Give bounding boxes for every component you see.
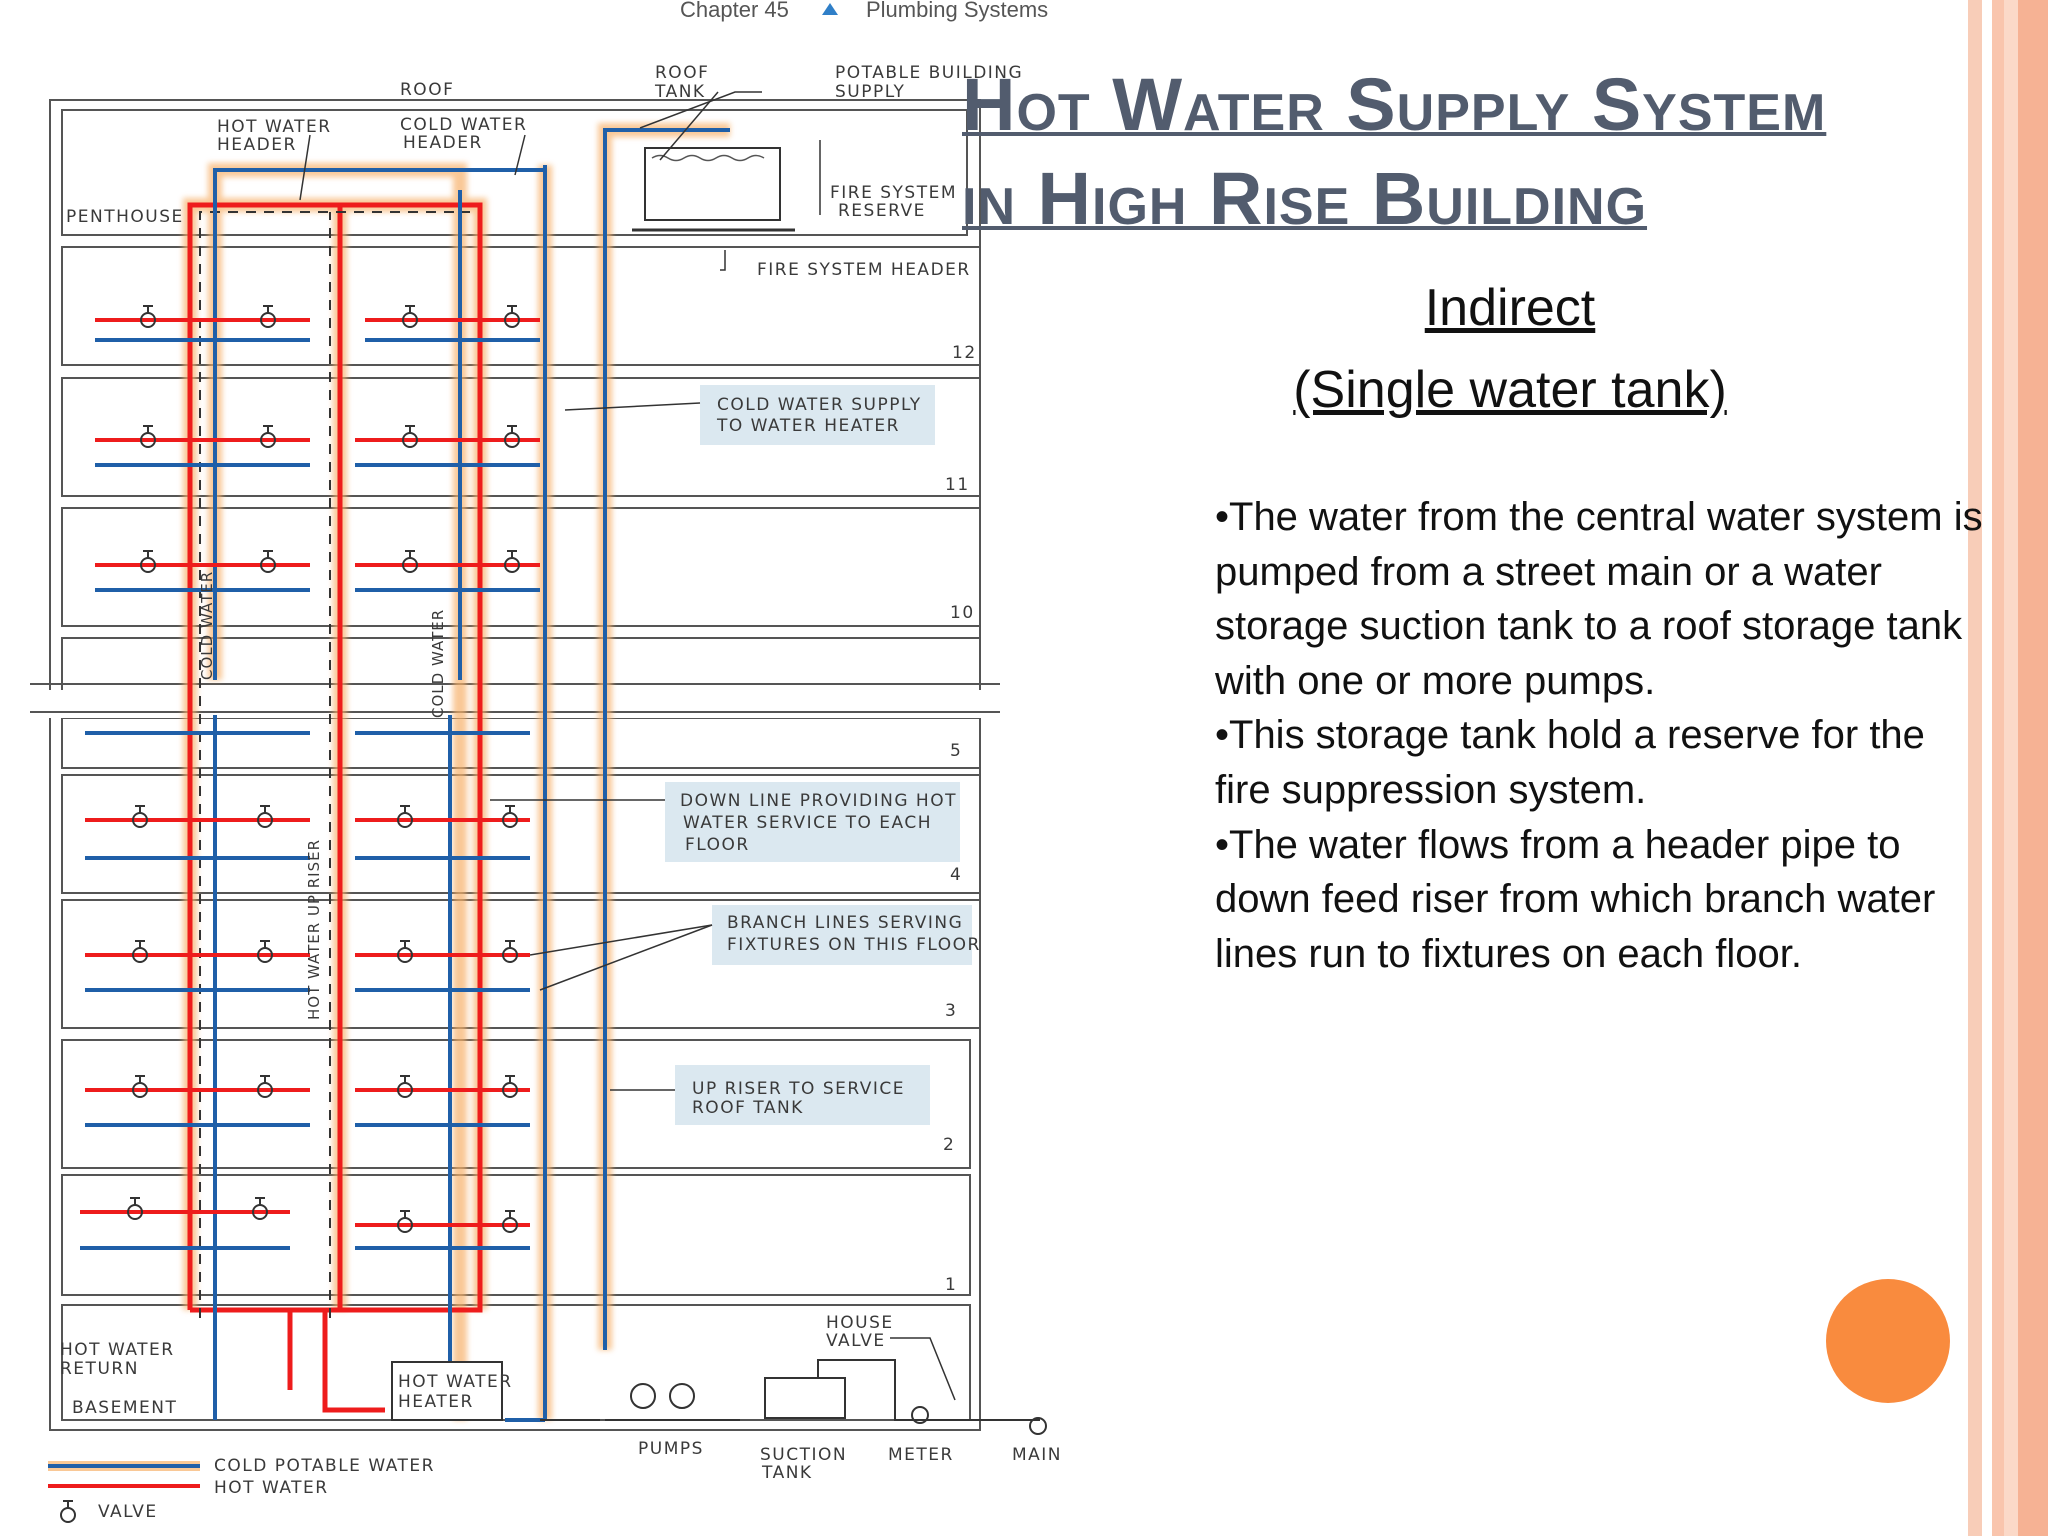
label-penthouse: PENTHOUSE xyxy=(66,207,184,227)
label-cold-water-riser-left: COLD WATER xyxy=(198,571,216,680)
subtitle-single-tank: (Single water tank) xyxy=(1293,361,1727,419)
chapter-label: Chapter 45 xyxy=(680,0,789,22)
legend-cold-water: COLD POTABLE WATER xyxy=(214,1456,435,1476)
floor-number: 5 xyxy=(950,741,962,761)
decorative-side-border xyxy=(1968,0,2048,1536)
title-line-1: Hot Water Supply System xyxy=(962,63,1827,146)
bullet-item: •The water flows from a header pipe to d… xyxy=(1215,822,1936,976)
label-up-riser: UP RISER TO SERVICE xyxy=(692,1079,905,1099)
legend-valve: VALVE xyxy=(98,1502,158,1522)
svg-text:RETURN: RETURN xyxy=(60,1359,139,1379)
label-down-line: DOWN LINE PROVIDING HOT xyxy=(680,791,957,811)
svg-text:HEADER: HEADER xyxy=(403,133,483,153)
callout-leaders xyxy=(299,91,956,1401)
floor-number: 11 xyxy=(945,475,970,495)
svg-text:RESERVE: RESERVE xyxy=(838,201,926,221)
slide-title: Hot Water Supply System in High Rise Bui… xyxy=(962,58,1962,246)
title-line-2: in High Rise Building xyxy=(962,157,1648,240)
suction-tank-icon xyxy=(764,1359,1047,1435)
svg-text:TANK: TANK xyxy=(654,82,706,102)
label-fire-reserve: FIRE SYSTEM xyxy=(830,183,957,203)
svg-text:FIXTURES ON THIS FLOOR: FIXTURES ON THIS FLOOR xyxy=(727,935,981,955)
diagram-legend: COLD POTABLE WATER HOT WATER VALVE xyxy=(48,1456,435,1523)
label-house-valve: HOUSE xyxy=(826,1313,894,1333)
label-meter: METER xyxy=(888,1445,954,1465)
label-cold-supply: COLD WATER SUPPLY xyxy=(717,395,922,415)
label-hot-water-return: HOT WATER xyxy=(60,1340,175,1360)
floor-number: 12 xyxy=(952,343,977,363)
legend-hot-water: HOT WATER xyxy=(214,1478,329,1498)
triangle-icon xyxy=(822,3,838,15)
svg-text:TANK: TANK xyxy=(761,1463,813,1483)
orange-circle-decoration xyxy=(1826,1279,1950,1403)
roof-tank xyxy=(644,147,781,221)
svg-text:FLOOR: FLOOR xyxy=(685,835,750,855)
label-suction-tank: SUCTION xyxy=(760,1445,847,1465)
pumps-icon xyxy=(605,1383,740,1421)
callout-boxes xyxy=(665,385,972,1125)
floor-break xyxy=(30,690,1020,718)
hot-water-pipes xyxy=(187,202,483,1413)
label-cold-water-riser-right: COLD WATER xyxy=(429,609,447,718)
valve-icon xyxy=(60,1500,76,1523)
svg-text:SUPPLY: SUPPLY xyxy=(835,82,905,102)
subtitle-indirect: Indirect xyxy=(1424,279,1596,337)
label-potable-supply: POTABLE BUILDING xyxy=(835,63,1023,83)
hot-water-heater xyxy=(391,1361,503,1421)
svg-text:HEADER: HEADER xyxy=(217,135,297,155)
label-hot-water-heater: HOT WATER xyxy=(398,1372,513,1392)
svg-text:HEATER: HEATER xyxy=(398,1392,474,1412)
diagram-labels: ROOF ROOF TANK POTABLE BUILDING SUPPLY H… xyxy=(60,63,1060,1483)
building-outline xyxy=(49,99,981,1431)
bullet-list: •The water from the central water system… xyxy=(1215,490,1990,981)
label-cold-water-header: COLD WATER xyxy=(400,115,527,135)
floor-number: 1 xyxy=(945,1275,957,1295)
floor-number: 2 xyxy=(943,1135,955,1155)
bullet-item: •The water from the central water system… xyxy=(1215,495,1983,703)
label-main: MAIN xyxy=(1012,1445,1060,1465)
label-basement: BASEMENT xyxy=(72,1398,177,1418)
svg-text:TO WATER HEATER: TO WATER HEATER xyxy=(716,416,900,436)
label-pumps: PUMPS xyxy=(638,1439,704,1459)
plumbing-riser-diagram: Chapter 45 Plumbing Systems xyxy=(30,0,1060,1523)
label-branch-lines: BRANCH LINES SERVING xyxy=(727,913,963,933)
svg-text:WATER SERVICE TO EACH: WATER SERVICE TO EACH xyxy=(683,813,932,833)
floor-number: 4 xyxy=(950,865,962,885)
floor-number: 10 xyxy=(950,603,975,623)
chapter-section-label: Plumbing Systems xyxy=(866,0,1048,22)
branch-lines xyxy=(80,318,540,1250)
floor-numbers: 12 11 10 5 4 3 2 1 xyxy=(943,343,977,1295)
label-hot-water-header: HOT WATER xyxy=(217,117,332,137)
floor-number: 3 xyxy=(945,1001,957,1021)
svg-text:VALVE: VALVE xyxy=(826,1331,886,1351)
svg-text:ROOF TANK: ROOF TANK xyxy=(692,1098,804,1118)
bullet-item: •This storage tank hold a reserve for th… xyxy=(1215,713,1925,812)
label-roof: ROOF xyxy=(400,80,454,100)
label-hot-water-up-riser: HOT WATER UP RISER xyxy=(305,839,323,1020)
label-fire-header: FIRE SYSTEM HEADER xyxy=(757,260,971,280)
label-roof-tank: ROOF xyxy=(655,63,709,83)
